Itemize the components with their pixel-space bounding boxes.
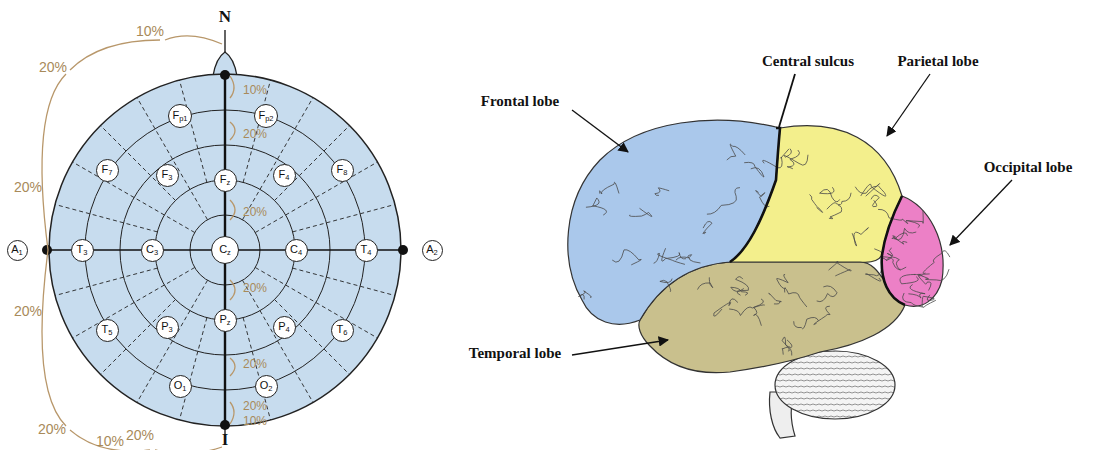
electrode: F3	[156, 164, 179, 187]
percent-label: 20%	[14, 180, 42, 194]
electrode-label: Cz	[219, 244, 231, 257]
leader-arrows	[572, 74, 1012, 355]
electrode-label: O2	[260, 380, 273, 393]
electrode: Fp2	[254, 104, 278, 128]
electrode: Pz	[214, 309, 237, 332]
electrode: P4	[273, 316, 296, 339]
brain-illustration	[568, 120, 950, 438]
electrode: Cz	[211, 236, 239, 264]
electrode-label: Fp1	[172, 110, 187, 123]
electrode-label: T6	[337, 324, 348, 337]
electrode-label: F7	[102, 164, 113, 177]
ear-electrode: A1	[7, 240, 28, 261]
percent-label: 20%	[38, 422, 66, 436]
head-map	[42, 30, 408, 450]
electrode-label: F3	[162, 169, 173, 182]
electrode-label: O1	[174, 380, 187, 393]
lobe-label: Temporal lobe	[469, 346, 561, 361]
electrode-label: P4	[278, 321, 290, 334]
ear-electrode: A2	[422, 240, 443, 261]
electrode-label: C4	[290, 244, 302, 257]
electrode-label: F4	[279, 169, 290, 182]
electrode: F8	[331, 159, 354, 182]
pole-label: N	[219, 8, 231, 25]
electrode: T5	[96, 319, 119, 342]
percent-label: 10%	[243, 415, 267, 427]
electrode-label: T3	[77, 244, 88, 257]
percent-label: 20%	[14, 304, 42, 318]
electrode-label: A2	[426, 244, 438, 257]
percent-label: 10%	[243, 84, 267, 96]
pole-label: I	[222, 431, 229, 448]
lobe-label: Parietal lobe	[897, 54, 978, 69]
electrode: F7	[96, 159, 119, 182]
electrode: T3	[71, 239, 94, 262]
lobe-label: Frontal lobe	[481, 94, 559, 109]
percent-label: 20%	[243, 282, 267, 294]
percent-label: 10%	[96, 434, 124, 448]
electrode: C3	[141, 239, 164, 262]
lobe-label: Central sulcus	[762, 54, 854, 69]
electrode: Fz	[214, 169, 237, 192]
electrode: F4	[273, 164, 296, 187]
percent-label: 20%	[39, 60, 67, 74]
percent-label: 10%	[136, 24, 164, 38]
electrode-label: P3	[161, 321, 173, 334]
percent-label: 20%	[243, 400, 267, 412]
percent-label: 20%	[243, 206, 267, 218]
electrode-label: C3	[146, 244, 158, 257]
electrode-label: Fz	[220, 174, 230, 187]
percent-label: 20%	[243, 128, 267, 140]
electrode: O1	[169, 375, 192, 398]
electrode: T4	[355, 239, 378, 262]
electrode: Fp1	[168, 104, 192, 128]
electrode-label: Fp2	[258, 110, 273, 123]
lobe-label: Occipital lobe	[984, 160, 1073, 175]
electrode-label: A1	[11, 244, 23, 257]
electrode: C4	[285, 239, 308, 262]
electrode-label: F8	[337, 164, 348, 177]
electrode-label: Pz	[219, 314, 230, 327]
electrode: P3	[156, 316, 179, 339]
electrode-label: T4	[361, 244, 372, 257]
electrode: O2	[255, 375, 278, 398]
percent-label: 20%	[126, 428, 154, 442]
percent-label: 20%	[243, 358, 267, 370]
electrode: T6	[331, 319, 354, 342]
electrode-label: T5	[102, 324, 113, 337]
